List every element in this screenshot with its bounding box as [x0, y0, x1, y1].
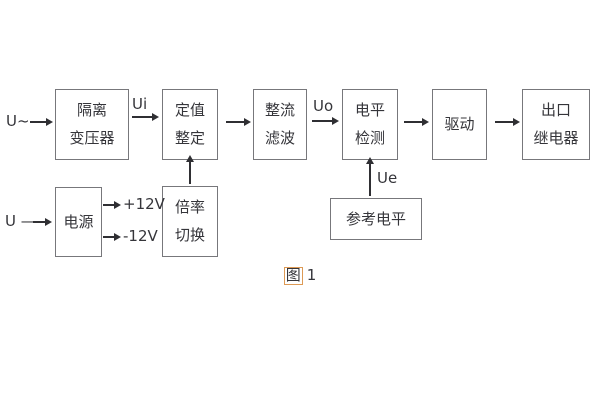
arrow-right-rail-neg	[103, 233, 121, 240]
block-reference-level: 参考电平	[330, 198, 422, 240]
block-label: 滤波	[264, 129, 295, 147]
block-label: 切换	[174, 226, 205, 244]
arrow-right-uo	[312, 117, 339, 124]
arrow-right-input-dc	[33, 218, 52, 225]
block-isolation-transformer: 隔离 变压器	[55, 89, 129, 160]
block-label: 倍率	[174, 198, 205, 216]
label-rail-pos: +12V	[123, 195, 165, 213]
block-label: 定值	[174, 101, 205, 119]
block-label: 出口	[540, 101, 571, 119]
label-input-dc: U —	[5, 212, 36, 230]
arrow-right-input-ac	[30, 118, 53, 125]
label-uo: Uo	[313, 97, 334, 115]
block-label: 电平	[354, 101, 385, 119]
block-label: 检测	[354, 129, 385, 147]
block-label: 驱动	[444, 115, 475, 133]
label-ui: Ui	[132, 95, 148, 113]
block-output-relay: 出口 继电器	[522, 89, 590, 160]
arrow-right-to-driver	[404, 118, 429, 125]
label-input-ac: U~	[6, 112, 30, 130]
block-ratio-switch: 倍率 切换	[162, 186, 218, 257]
block-setting-adjust: 定值 整定	[162, 89, 218, 160]
block-driver: 驱动	[432, 89, 487, 160]
block-label: 继电器	[533, 129, 579, 147]
arrow-up-ratio-to-setting	[186, 155, 193, 184]
label-ue: Ue	[377, 169, 398, 187]
block-label: 整流	[264, 101, 295, 119]
arrow-right-to-output-relay	[495, 118, 520, 125]
arrow-right-ui	[132, 113, 159, 120]
label-rail-neg: -12V	[123, 227, 158, 245]
arrow-right-rail-pos	[103, 201, 121, 208]
arrow-up-ue-to-level-detect	[366, 157, 373, 196]
block-label: 隔离	[76, 101, 107, 119]
block-power-supply: 电源	[55, 187, 102, 257]
figure-caption-number: 1	[306, 266, 317, 284]
block-level-detector: 电平 检测	[342, 89, 398, 160]
arrow-right-to-rectifier	[226, 118, 251, 125]
block-label: 参考电平	[345, 209, 406, 228]
block-label: 整定	[174, 129, 205, 147]
block-label: 电源	[63, 212, 94, 231]
figure-caption-char: 图	[283, 266, 303, 285]
block-rectifier-filter: 整流 滤波	[253, 89, 307, 160]
block-label: 变压器	[69, 129, 115, 147]
